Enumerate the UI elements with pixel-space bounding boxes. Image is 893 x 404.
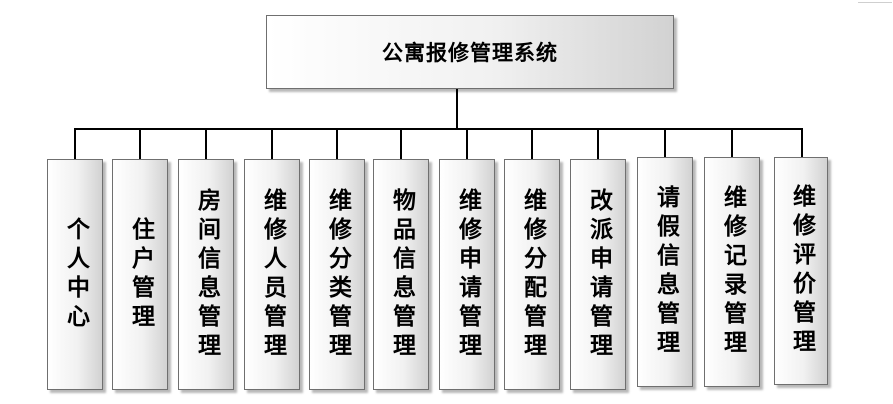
branch-connector	[731, 128, 733, 157]
branch-connector	[531, 128, 533, 159]
module-node: 维修申请管理	[439, 159, 495, 390]
module-node: 房间信息管理	[178, 159, 234, 390]
root-label: 公寓报修管理系统	[382, 41, 558, 65]
branch-connector	[400, 128, 402, 159]
branch-connector	[597, 128, 599, 159]
branch-connector	[271, 128, 273, 159]
module-node: 维修评价管理	[774, 157, 828, 385]
module-node: 维修人员管理	[244, 159, 300, 390]
module-label: 维修分配管理	[519, 187, 546, 362]
module-label: 维修人员管理	[259, 187, 286, 362]
module-node: 维修记录管理	[704, 157, 760, 387]
module-label: 维修申请管理	[454, 187, 481, 362]
module-label: 住户管理	[127, 216, 154, 333]
module-node: 改派申请管理	[570, 159, 626, 390]
branch-connector	[664, 128, 666, 157]
module-node: 物品信息管理	[373, 159, 429, 390]
branch-connector	[336, 128, 338, 159]
module-node: 个人中心	[47, 159, 103, 390]
module-label: 请假信息管理	[652, 185, 679, 359]
module-node: 维修分类管理	[309, 159, 365, 390]
module-label: 个人中心	[62, 216, 89, 333]
module-label: 改派申请管理	[585, 187, 612, 362]
module-label: 维修记录管理	[719, 185, 746, 359]
trunk-connector	[456, 89, 458, 129]
module-label: 维修分类管理	[324, 187, 351, 362]
branch-connector	[205, 128, 207, 159]
branch-connector	[74, 128, 76, 159]
module-label: 房间信息管理	[193, 187, 220, 362]
module-node: 请假信息管理	[637, 157, 693, 387]
branch-connector	[139, 128, 141, 159]
module-node: 住户管理	[112, 159, 168, 390]
corner-mark	[858, 2, 892, 7]
root-node: 公寓报修管理系统	[266, 15, 674, 89]
module-label: 物品信息管理	[388, 187, 415, 362]
branch-connector	[801, 128, 803, 157]
branch-connector	[466, 128, 468, 159]
bus-connector	[74, 128, 802, 130]
module-label: 维修评价管理	[788, 184, 815, 358]
module-node: 维修分配管理	[504, 159, 560, 390]
